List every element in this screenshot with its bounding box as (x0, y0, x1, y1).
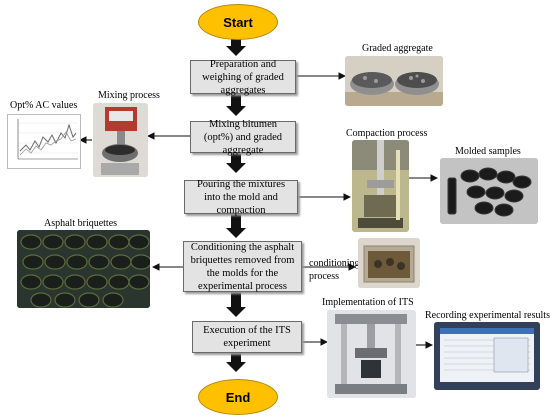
asphalt-briquettes-photo (17, 230, 150, 308)
label-asphalt-briquettes: Asphalt briquettes (44, 218, 118, 229)
molded-samples-photo (440, 158, 538, 224)
down-arrows (226, 37, 246, 372)
conditioning-bath-photo (358, 238, 420, 288)
label-conditioning-1: conditioning (309, 258, 360, 269)
end-terminal: End (198, 379, 278, 415)
label-opt-ac-values: Opt% AC values (10, 100, 78, 111)
label-molded-samples: Molded samples (455, 146, 521, 157)
step-preparation: Preparation and weighing of graded aggre… (190, 59, 296, 96)
opt-ac-chart (7, 114, 81, 169)
step-mixing: Mixing bitumen (opt%) and graded aggrega… (190, 119, 296, 156)
step-conditioning: Conditioning the asphalt briquettes remo… (183, 241, 302, 292)
its-machine-photo (327, 310, 416, 398)
label-recording-results: Recording experimental results (425, 310, 550, 321)
start-label: Start (223, 14, 253, 30)
label-implementation-its: Implementation of ITS (322, 297, 414, 308)
mixing-process-photo (93, 103, 148, 177)
label-conditioning-2: process (309, 271, 339, 282)
step-its-execution: Execution of the ITS experiment (192, 321, 302, 353)
label-graded-aggregate: Graded aggregate (362, 43, 433, 54)
label-compaction-process: Compaction process (346, 128, 428, 139)
compaction-process-photo (352, 140, 409, 232)
end-label: End (225, 389, 251, 405)
graded-aggregate-photo (345, 56, 443, 106)
label-mixing-process: Mixing process (98, 90, 160, 101)
start-terminal: Start (198, 4, 278, 40)
step-pouring-compaction: Pouring the mixtures into the mold and c… (184, 179, 298, 216)
recording-results-photo (434, 322, 540, 390)
